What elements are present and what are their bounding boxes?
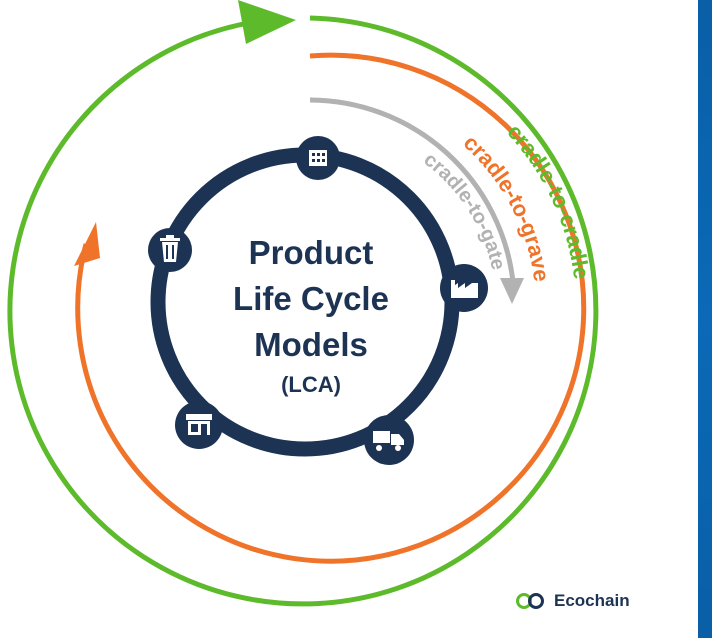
title-line-2: Life Cycle	[233, 280, 389, 317]
raw-materials-stage	[296, 136, 340, 180]
title-line-1: Product	[249, 234, 374, 271]
truck-icon	[373, 431, 404, 451]
trash-can-icon	[160, 235, 180, 262]
ecochain-brand: Ecochain	[514, 588, 630, 614]
title-line-4: (LCA)	[281, 372, 341, 397]
disposal-stage	[148, 228, 192, 272]
cradle-to-cradle-arrow	[7, 0, 599, 607]
infinity-logo-icon	[516, 593, 544, 609]
brand-name: Ecochain	[554, 591, 630, 610]
factory-icon	[451, 280, 478, 298]
use-stage	[175, 401, 223, 449]
manufacturing-stage	[440, 264, 488, 312]
cradle-to-gate-arrow	[309, 97, 524, 304]
title-line-3: Models	[254, 326, 368, 363]
distribution-stage	[364, 415, 414, 465]
store-icon	[186, 414, 212, 435]
cradle-to-grave-arrow	[74, 52, 587, 564]
building-icon	[309, 150, 327, 166]
side-strip	[698, 0, 712, 638]
